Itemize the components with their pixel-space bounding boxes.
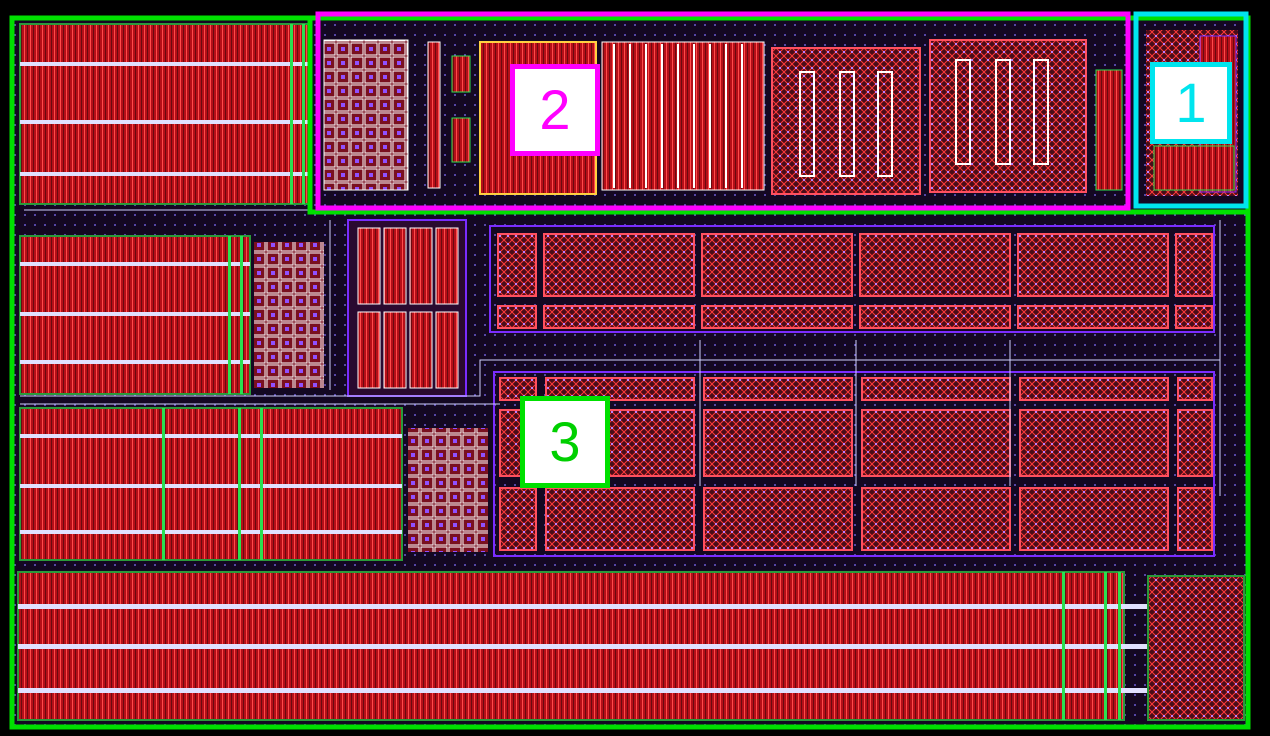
routing-wires [20,209,1230,496]
region-3-label: 3 [520,396,610,488]
device-array-upper [489,225,1215,333]
region-3-outline [9,15,1251,730]
region-3-outline-inner [307,18,1248,215]
cap-block-mid-left [19,235,324,395]
device-array-lower [493,371,1215,557]
transistor-fingers-center [347,219,467,397]
cap-block-top-left [19,23,311,205]
cap-block-bottom [17,571,1245,721]
region-1-label: 1 [1150,62,1232,144]
region-2-label: 2 [510,64,600,156]
region-2-outline [315,11,1131,211]
region-2-devices [323,39,1123,195]
cap-block-lower-left [19,407,488,561]
region-1-outline [1133,11,1249,209]
